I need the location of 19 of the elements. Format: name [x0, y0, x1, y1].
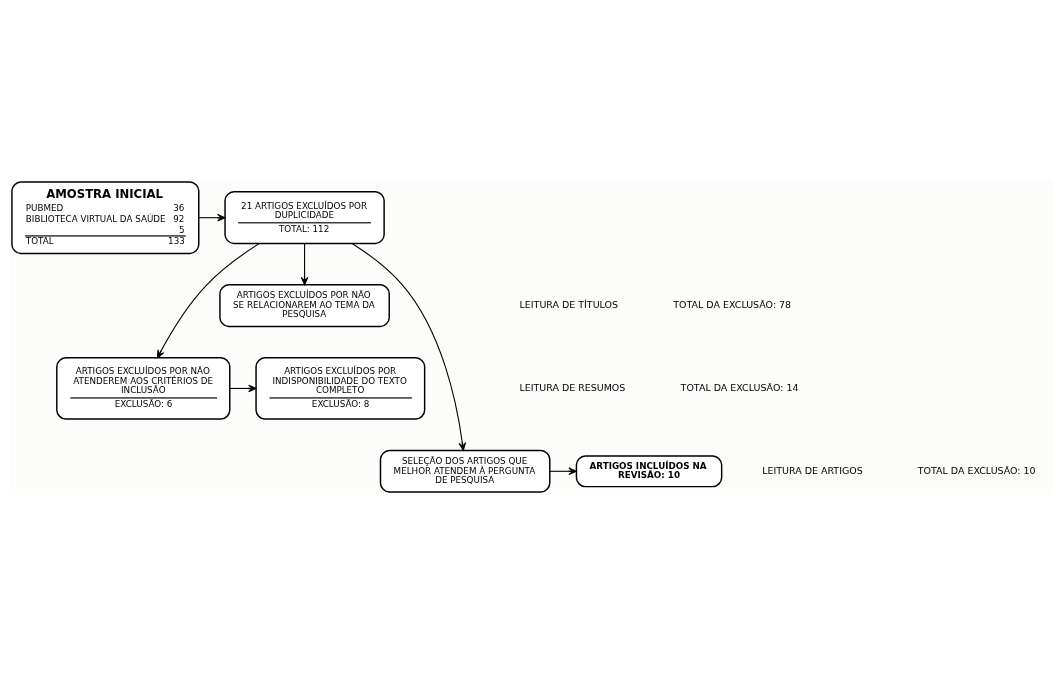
node-box: 21 ARTIGOS EXCLUÍDOS POR DUPLICIDADE TOTAL: 112 [224, 190, 385, 244]
arrow [198, 213, 226, 221]
arrow [549, 466, 577, 475]
node-box: ARTIGOS EXCLUÍDOS POR INDISPONIBILIDADE DO TEXTO COMPLETO EXCLUSÃO: 8 [255, 356, 426, 420]
node-box: ARTIGOS INCLUÍDOS NA REVISÃO: 10 [575, 454, 723, 487]
label: LEITURA DE RESUMOS [519, 381, 626, 393]
node-box: ARTIGOS EXCLUÍDOS POR NÃO ATENDEREM AOS CRITÉRIOS DE INCLUSÃO EXCLUSÃO: 6 [56, 356, 231, 420]
arrow [300, 242, 309, 285]
node-box: AMOSTRA INICIAL PUBMED 36 BIBLIOTECA VIRTUAL DA SAÚDE 92 5 TOTAL 133 [11, 180, 200, 254]
arrow [351, 242, 467, 451]
arrow [229, 384, 257, 392]
label: TOTAL DA EXCLUSÃO: 14 [680, 381, 799, 393]
label: TOTAL DA EXCLUSÃO: 78 [673, 298, 792, 310]
label: TOTAL DA EXCLUSÃO: 10 [917, 464, 1036, 476]
label: LEITURA DE ARTIGOS [762, 464, 863, 476]
node-box: SELEÇÃO DOS ARTIGOS QUE MELHOR ATENDEM À PERGUNTA DE PESQUISA [379, 449, 551, 493]
node-box: ARTIGOS EXCLUÍDOS POR NÃO SE RELACIONAREM AO TEMA DA PESQUISA [219, 283, 390, 327]
label: LEITURA DE TÍTULOS [519, 298, 618, 310]
arrow [156, 242, 260, 358]
